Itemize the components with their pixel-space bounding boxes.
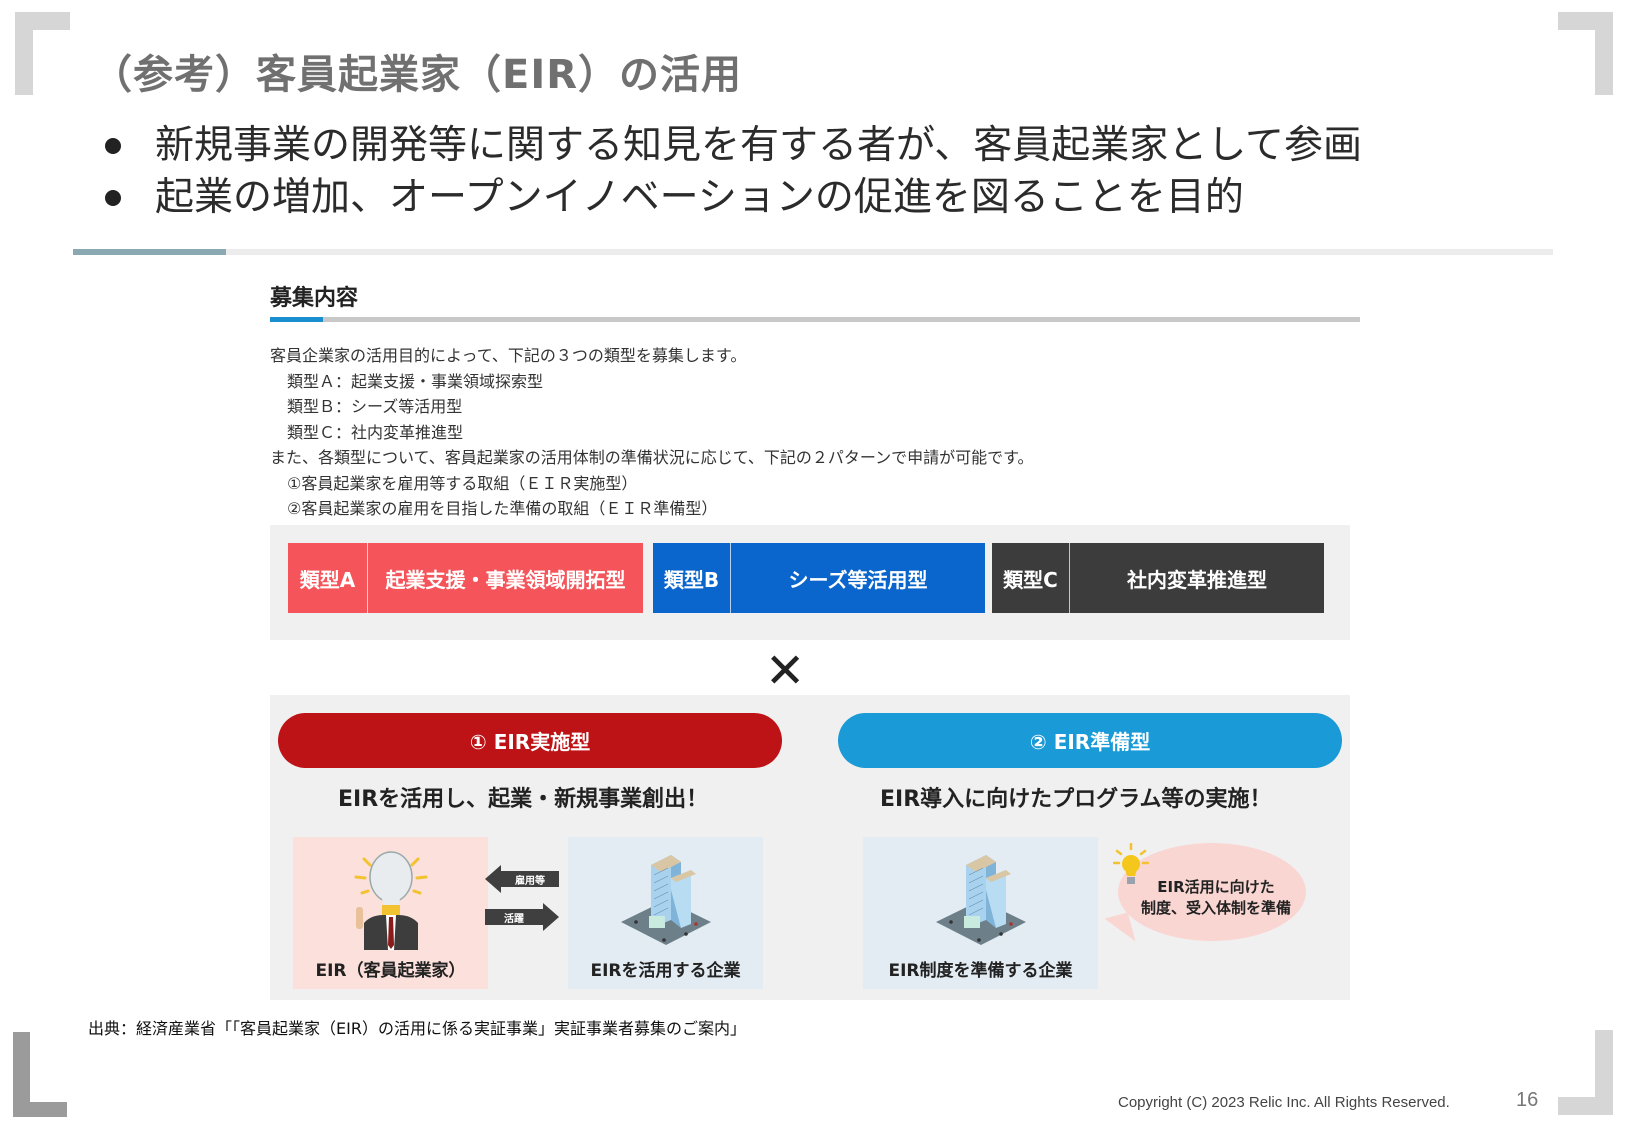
employ-arrow-label: 雇用等 <box>501 871 559 887</box>
lightbulb-icon <box>1113 843 1149 884</box>
type-a-label: 類型A <box>288 543 368 613</box>
heading-rule-accent <box>270 317 323 322</box>
bullet-dot-icon <box>105 190 121 206</box>
speech-bubble: EIR活用に向けた 制度、受入体制を準備 <box>1104 843 1308 953</box>
type-a-box: 類型A 起業支援・事業領域開拓型 <box>288 543 643 613</box>
employ-arrow-left: 雇用等 <box>485 865 559 893</box>
bullet-text: 起業の増加、オープンイノベーションの促進を図ることを目的 <box>155 175 1244 220</box>
patterns-panel: ① EIR実施型 ② EIR準備型 EIRを活用し、起業・新規事業創出！ EIR… <box>270 695 1350 1000</box>
bullet-item: 起業の増加、オープンイノベーションの促進を図ることを目的 <box>105 172 1362 224</box>
type-c-desc: 社内変革推進型 <box>1127 567 1267 592</box>
bubble-line-1: EIR活用に向けた <box>1157 878 1275 896</box>
section-divider <box>73 249 1553 255</box>
arrow-left-icon <box>485 865 501 893</box>
corner-bracket-bottom-left <box>13 1032 67 1117</box>
type-b-box: 類型B シーズ等活用型 <box>653 543 985 613</box>
pattern-2-pill: ② EIR準備型 <box>838 713 1342 768</box>
bullet-item: 新規事業の開発等に関する知見を有する者が、客員起業家として参画 <box>105 120 1362 172</box>
type-b-desc: シーズ等活用型 <box>788 567 928 592</box>
eir-person-card: EIR（客員起業家） <box>293 837 488 989</box>
type-c-box: 類型C 社内変革推進型 <box>992 543 1324 613</box>
type-c-label: 類型C <box>992 543 1070 613</box>
intro-line-pattern-2: ②客員起業家の雇用を目指した準備の取組（ＥＩＲ準備型） <box>287 499 718 518</box>
page-number: 16 <box>1516 1089 1539 1111</box>
bullet-text: 新規事業の開発等に関する知見を有する者が、客員起業家として参画 <box>155 123 1363 168</box>
active-arrow-right: 活躍 <box>485 903 559 931</box>
bubble-text: EIR活用に向けた 制度、受入体制を準備 <box>1126 877 1306 919</box>
office-building-icon <box>620 855 711 945</box>
pattern-2-subtitle: EIR導入に向けたプログラム等の実施！ <box>880 787 1272 812</box>
eir-person-caption: EIR（客員起業家） <box>315 961 466 981</box>
office-building-icon <box>935 855 1026 945</box>
company-preparing-eir-card: EIR制度を準備する企業 <box>863 837 1098 989</box>
type-a-desc: 起業支援・事業領域開拓型 <box>385 567 626 592</box>
slide-title: （参考）客員起業家（EIR）の活用 <box>92 52 743 98</box>
source-citation: 出典：経済産業省「「客員起業家（EIR）の活用に係る実証事業」実証事業者募集のご… <box>88 1019 746 1038</box>
divider-accent <box>73 249 226 255</box>
company-using-eir-card: EIRを活用する企業 <box>568 837 763 989</box>
intro-line: 客員企業家の活用目的によって、下記の３つの類型を募集します。 <box>270 346 747 365</box>
intro-line-type-c: 類型Ｃ：社内変革推進型 <box>287 422 464 442</box>
intro-line-pattern-1: ①客員起業家を雇用等する取組（ＥＩＲ実施型） <box>287 473 638 493</box>
types-panel: 類型A 起業支援・事業領域開拓型 類型B シーズ等活用型 類型C 社内変革推進型 <box>270 525 1350 640</box>
corner-bracket-top-left <box>15 12 70 95</box>
pattern-1-subtitle: EIRを活用し、起業・新規事業創出！ <box>338 787 709 812</box>
bullet-list: 新規事業の開発等に関する知見を有する者が、客員起業家として参画 起業の増加、オー… <box>105 120 1362 224</box>
corner-bracket-bottom-right <box>1558 1030 1613 1115</box>
figure-heading: 募集内容 <box>270 286 359 311</box>
active-arrow-label: 活躍 <box>485 909 543 925</box>
figure-intro-text: 客員企業家の活用目的によって、下記の３つの類型を募集します。 類型Ａ：起業支援・… <box>270 343 1034 522</box>
company-preparing-eir-caption: EIR制度を準備する企業 <box>888 961 1073 981</box>
type-b-label: 類型B <box>653 543 731 613</box>
lightbulb-person-icon <box>354 851 427 950</box>
copyright-text: Copyright (C) 2023 Relic Inc. All Rights… <box>1118 1094 1450 1111</box>
intro-line-type-a: 類型Ａ：起業支援・事業領域探索型 <box>287 371 544 391</box>
bubble-line-2: 制度、受入体制を準備 <box>1140 899 1291 917</box>
arrow-right-icon <box>543 903 559 931</box>
multiply-icon: ✕ <box>765 643 806 699</box>
intro-line: また、各類型について、客員起業家の活用体制の準備状況に応じて、下記の２パターンで… <box>270 448 1034 467</box>
corner-bracket-top-right <box>1558 12 1613 95</box>
bullet-dot-icon <box>105 138 121 154</box>
figure-heading-rule <box>270 317 1360 322</box>
pattern-1-pill: ① EIR実施型 <box>278 713 782 768</box>
intro-line-type-b: 類型Ｂ：シーズ等活用型 <box>287 397 463 416</box>
company-using-eir-caption: EIRを活用する企業 <box>590 961 741 981</box>
bubble-shape <box>1118 843 1306 941</box>
